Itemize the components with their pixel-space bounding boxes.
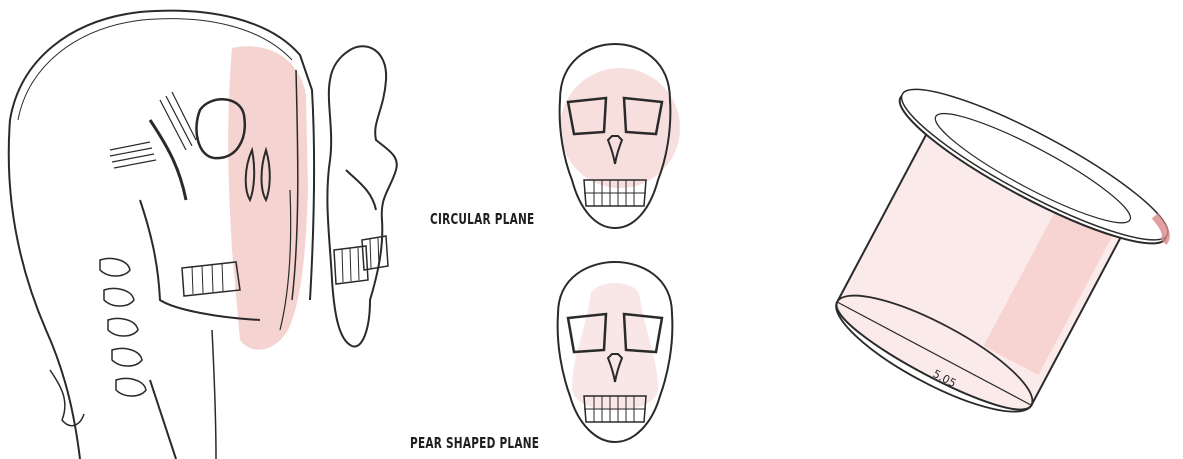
head-profile-illustration: [0, 0, 320, 459]
front-skull-pear-illustration: [540, 258, 690, 448]
flanged-cylinder-illustration: 5.05: [810, 0, 1183, 459]
pear-shaped-plane-label: PEAR SHAPED PLANE: [410, 434, 539, 452]
neck-outline: [9, 120, 80, 459]
side-skull-section-illustration: [316, 40, 416, 380]
pear-plane-tint: [572, 283, 658, 411]
circular-plane-label: CIRCULAR PLANE: [430, 210, 534, 228]
front-skull-circular-illustration: [540, 40, 690, 240]
